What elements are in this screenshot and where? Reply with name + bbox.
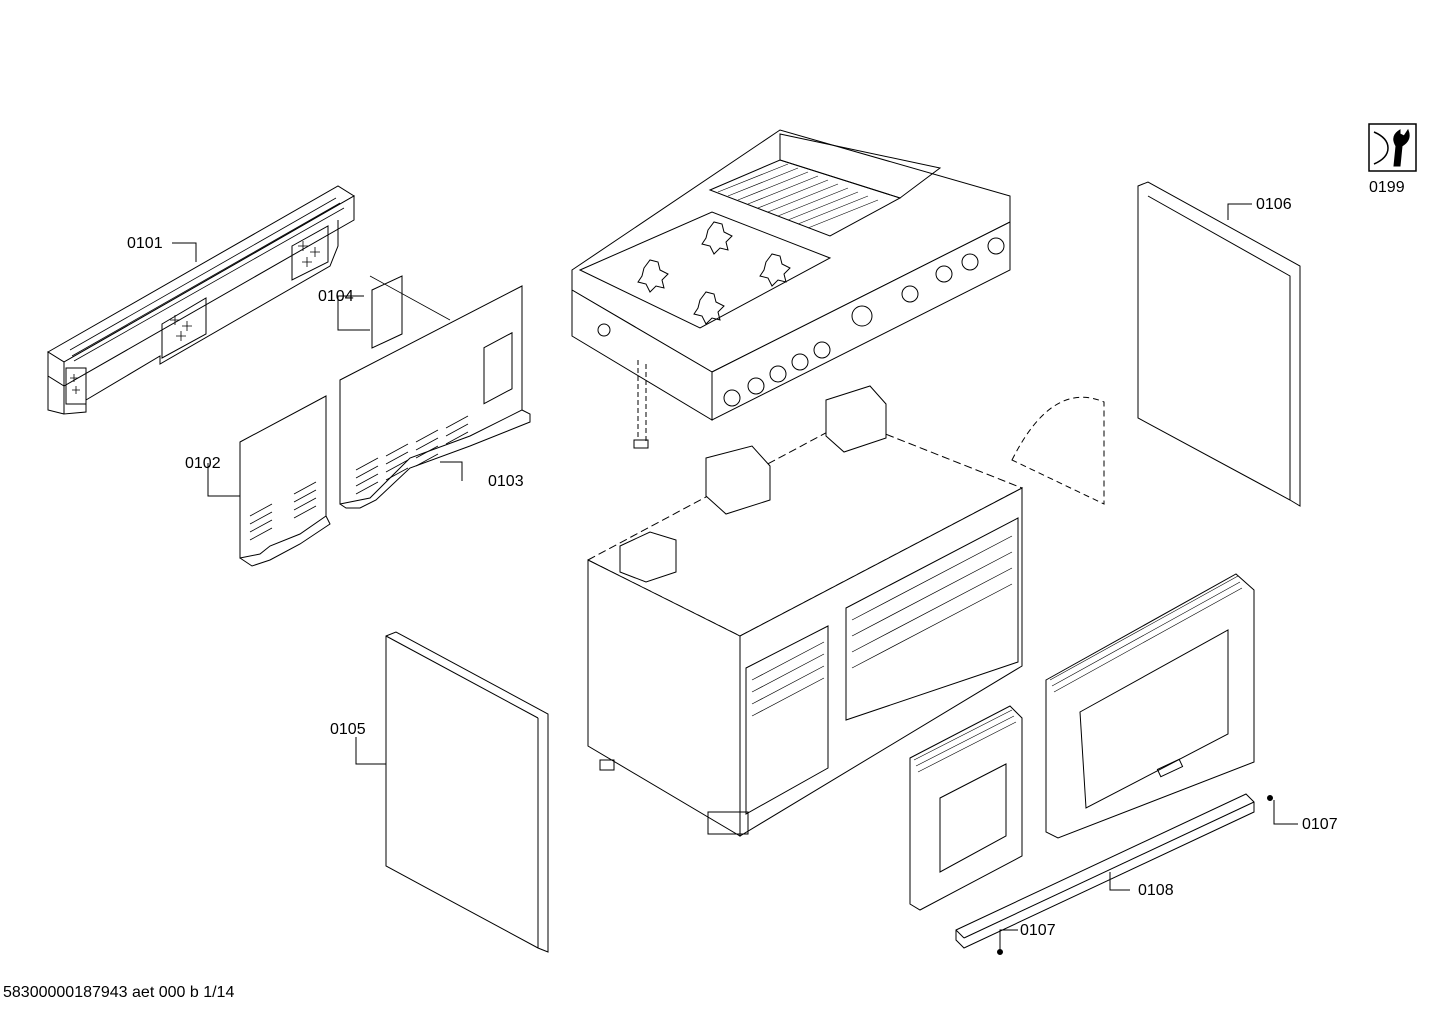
label-0103: 0103 [488,473,524,490]
part-0105-side-panel-left[interactable] [386,632,548,952]
oven-body [588,386,1104,836]
label-0107-b: 0107 [1020,922,1056,939]
label-0102: 0102 [185,455,221,472]
service-symbol-label: 0199 [1369,179,1405,196]
part-0104-cover-plate[interactable] [370,276,450,348]
leader-lines [172,204,1298,950]
oven-door-large[interactable] [1046,574,1254,838]
document-code: 58300000187943 aet 000 b 1/14 [3,984,235,1001]
screw-0107-b[interactable] [998,950,1003,955]
label-0106: 0106 [1256,196,1292,213]
label-0105: 0105 [330,721,366,738]
label-0108: 0108 [1138,882,1174,899]
label-0107-a: 0107 [1302,816,1338,833]
part-0106-side-panel-right[interactable] [1138,182,1300,506]
label-0101: 0101 [127,235,163,252]
part-0103-rear-panel-large[interactable] [340,286,530,508]
part-0108-kick-panel[interactable] [956,794,1254,948]
cooktop-assembly [572,130,1010,448]
part-0102-rear-panel-small[interactable] [240,396,330,566]
screw-0107-a[interactable] [1268,796,1273,801]
oven-door-small[interactable] [910,706,1022,910]
label-0104: 0104 [318,288,354,305]
part-0101-back-guard[interactable] [48,186,354,414]
service-wrench-icon [1369,124,1416,171]
